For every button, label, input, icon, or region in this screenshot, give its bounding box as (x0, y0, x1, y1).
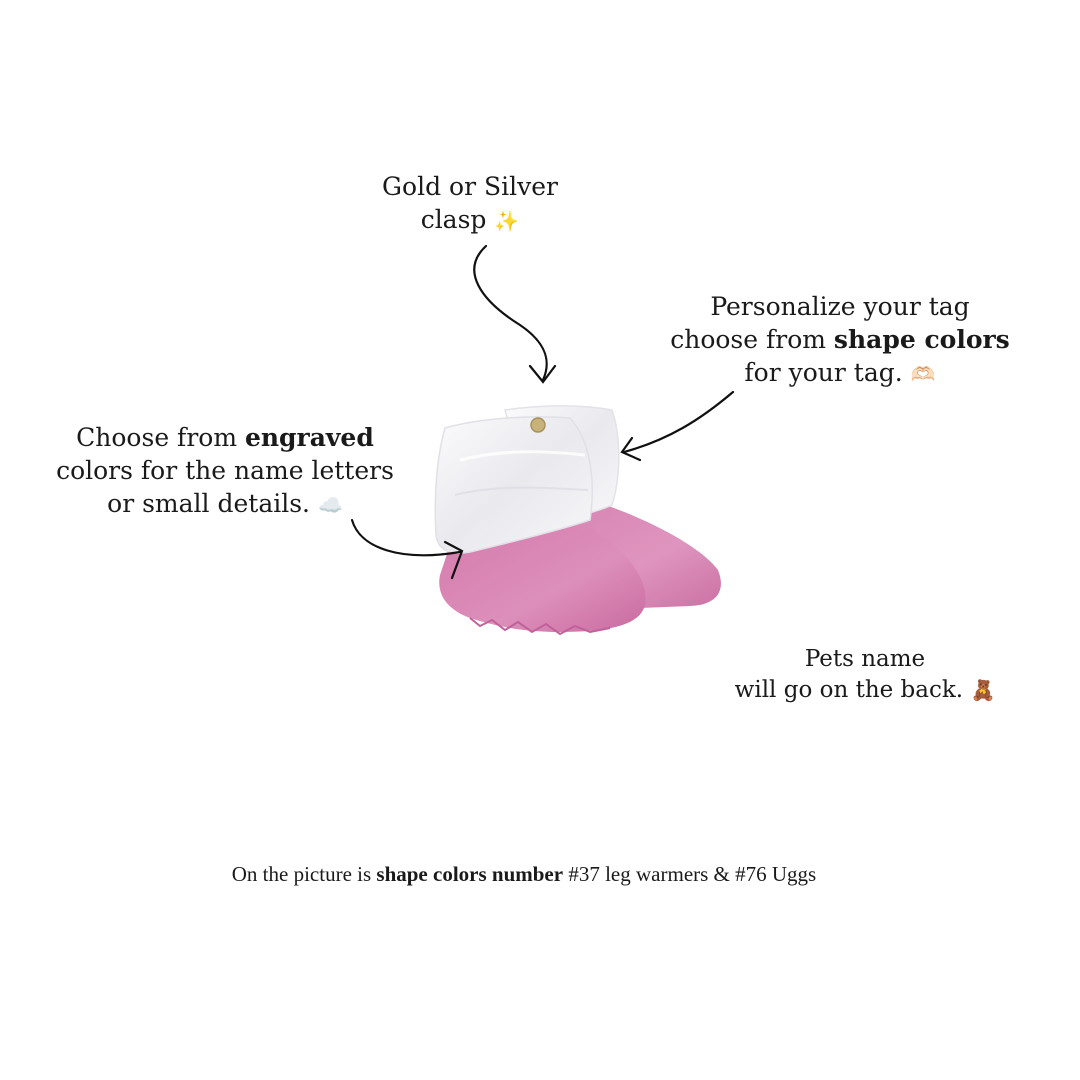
arrow-clasp (473, 244, 548, 382)
shape-callout-line1: Personalize your tag (710, 292, 970, 321)
engraved-callout-line3: or small details. (107, 489, 310, 518)
caption: On the picture is shape colors number #3… (0, 862, 1048, 887)
back-callout-line2: will go on the back. (734, 677, 964, 703)
shape-callout-line2-pre: choose from (670, 325, 834, 354)
caption-bold: shape colors number (376, 862, 564, 886)
arrow-engraved (350, 518, 462, 557)
caption-pre: On the picture is (231, 862, 377, 886)
arrow-shape-head (620, 436, 642, 462)
clasp-callout: Gold or Silver clasp ✨ (340, 170, 600, 238)
caption-post: #37 leg warmers & #76 Uggs (563, 862, 817, 886)
engraved-callout-line1-bold: engraved (244, 423, 374, 452)
teddy-bear-icon: 🧸 (970, 678, 996, 702)
clasp-callout-line1: Gold or Silver (382, 172, 558, 201)
shape-callout-line2-bold: shape colors (833, 325, 1010, 354)
shape-callout-line3: for your tag. (744, 358, 903, 387)
engraved-callout-line2: colors for the name letters (56, 456, 394, 485)
clasp-dot (530, 417, 546, 433)
cloud-icon: ☁️ (317, 493, 343, 517)
engraved-callout-line1-pre: Choose from (76, 423, 245, 452)
arrow-engraved-head (443, 540, 464, 580)
clasp-callout-line2: clasp (420, 205, 487, 234)
pets-name-callout: Pets name will go on the back. 🧸 (720, 644, 1010, 706)
arrow-clasp-head (528, 364, 557, 384)
back-callout-line1: Pets name (804, 646, 926, 672)
heart-hands-icon: 🫶🏻 (910, 362, 936, 386)
arrow-shape (622, 390, 735, 454)
engraved-callout: Choose from engraved colors for the name… (30, 421, 420, 522)
sparkles-icon: ✨ (494, 209, 520, 233)
shape-colors-callout: Personalize your tag choose from shape c… (650, 290, 1030, 391)
boot-sole (469, 617, 611, 636)
